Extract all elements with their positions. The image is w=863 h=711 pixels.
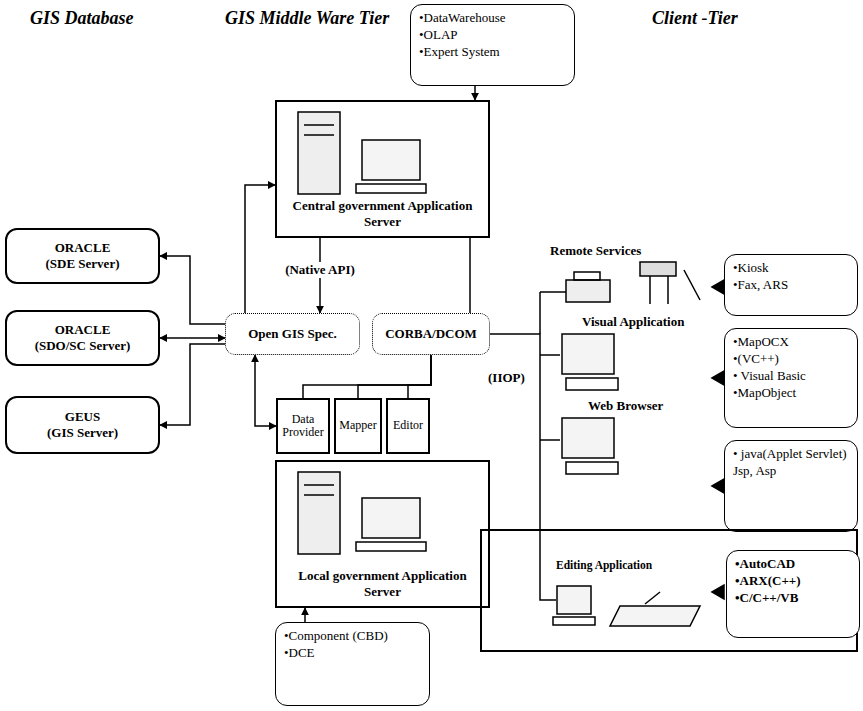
node-text: ORACLE <box>55 322 111 338</box>
database-box: ORACLE(SDE Server) <box>5 228 160 284</box>
node-text: • Visual Basic <box>733 368 849 385</box>
node-text: Central government Application Server <box>283 198 482 230</box>
tier-heading: Client -Tier <box>652 8 738 29</box>
editing-region: Editing Application•AutoCAD•ARX(C++)•C/C… <box>480 529 858 652</box>
node-text: Local government Application Server <box>283 568 482 600</box>
node-text: •Fax, ARS <box>733 277 849 294</box>
spec-box: Open GIS Spec. <box>225 313 360 355</box>
callout-box: • java(Applet Servlet)Jsp, Asp <box>724 440 858 532</box>
database-box: GEUS(GIS Server) <box>5 396 160 454</box>
connector <box>474 86 476 100</box>
callout-box: •AutoCAD•ARX(C++)•C/C++/VB <box>726 550 860 638</box>
node-text: •MapOCX <box>733 334 849 351</box>
component-label: Remote Services <box>550 243 641 259</box>
node-text: Jsp, Asp <box>733 463 849 480</box>
server-box: Local government Application Server <box>275 460 490 608</box>
connector <box>160 256 225 324</box>
node-text: CORBA/DCOM <box>385 326 477 342</box>
node-text: Editor <box>393 419 423 432</box>
connector <box>303 355 431 398</box>
connector <box>255 355 276 426</box>
node-text: Open GIS Spec. <box>248 326 337 342</box>
node-text: • java(Applet Servlet) <box>733 446 849 463</box>
node-text: Data Provider <box>280 413 326 439</box>
node-text: (SDO/SC Server) <box>35 338 131 354</box>
component-label: Visual Application <box>582 314 684 330</box>
node-text: •ARX(C++) <box>735 573 851 590</box>
callout-box: •Component (CBD)•DCE <box>275 622 430 706</box>
node-text: •Expert System <box>419 44 566 61</box>
node-text: (GIS Server) <box>47 425 118 441</box>
node-text: (SDE Server) <box>45 256 119 272</box>
callout-box: •Kiosk•Fax, ARS <box>724 254 858 316</box>
connector <box>408 355 431 398</box>
connector <box>469 238 471 313</box>
database-box: ORACLE(SDO/SC Server) <box>5 310 160 366</box>
module-box: Data Provider <box>276 398 330 454</box>
connector <box>245 185 275 313</box>
server-box: Central government Application Server <box>275 100 490 238</box>
node-text: •OLAP <box>419 27 566 44</box>
node-text: Mapper <box>339 419 376 432</box>
connector <box>160 344 225 425</box>
module-box: Editor <box>386 398 430 454</box>
callout-box: •MapOCX•(VC++)• Visual Basic•MapObject <box>724 328 858 428</box>
connector <box>160 337 225 339</box>
node-text: GEUS <box>65 409 100 425</box>
node-text: •C/C++/VB <box>735 590 851 607</box>
component-label: (IIOP) <box>488 370 525 386</box>
node-text: •Component (CBD) <box>284 628 421 645</box>
tier-heading: GIS Database <box>30 8 134 29</box>
connector <box>490 334 540 529</box>
edge-label: (Native API) <box>283 262 357 278</box>
connector <box>358 355 431 398</box>
node-text: ORACLE <box>55 240 111 256</box>
node-text: •DataWarehouse <box>419 10 566 27</box>
spec-box: CORBA/DCOM <box>372 313 490 355</box>
node-text: •AutoCAD <box>735 556 851 573</box>
module-box: Mapper <box>334 398 382 454</box>
node-text: •DCE <box>284 645 421 662</box>
tier-heading: GIS Middle Ware Tier <box>225 8 389 29</box>
node-text: •(VC++) <box>733 351 849 368</box>
callout-box: •DataWarehouse•OLAP•Expert System <box>410 4 575 86</box>
connector <box>304 608 306 622</box>
node-text: •Kiosk <box>733 260 849 277</box>
node-text: •MapObject <box>733 385 849 402</box>
component-label: Web Browser <box>588 398 663 414</box>
